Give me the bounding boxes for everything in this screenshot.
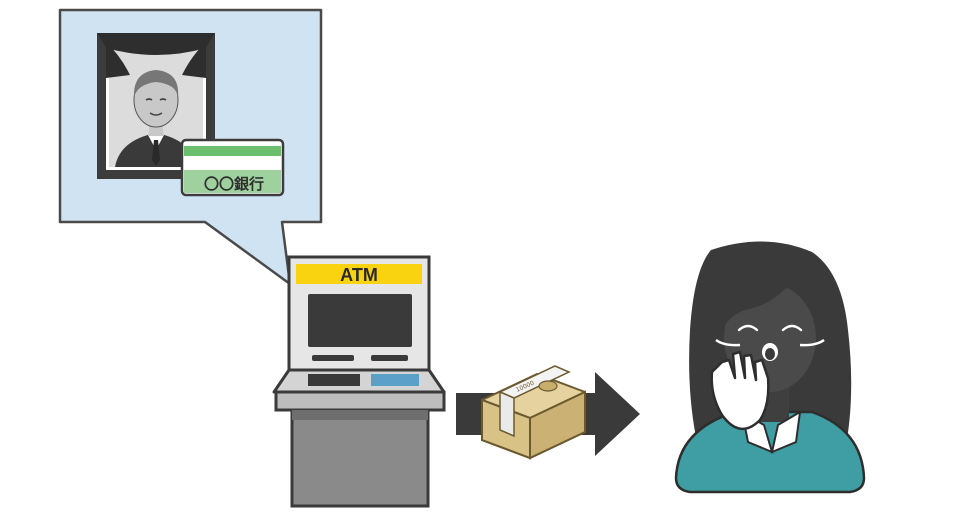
bank-card-label: 〇〇銀行 (204, 175, 264, 193)
atm-label: ATM (340, 265, 378, 285)
atm-machine-icon: ATM (272, 255, 446, 508)
bank-card-icon: 〇〇銀行 (180, 138, 285, 197)
laughing-woman-icon (674, 241, 866, 494)
cash-stack-icon: 10000 (481, 365, 586, 460)
